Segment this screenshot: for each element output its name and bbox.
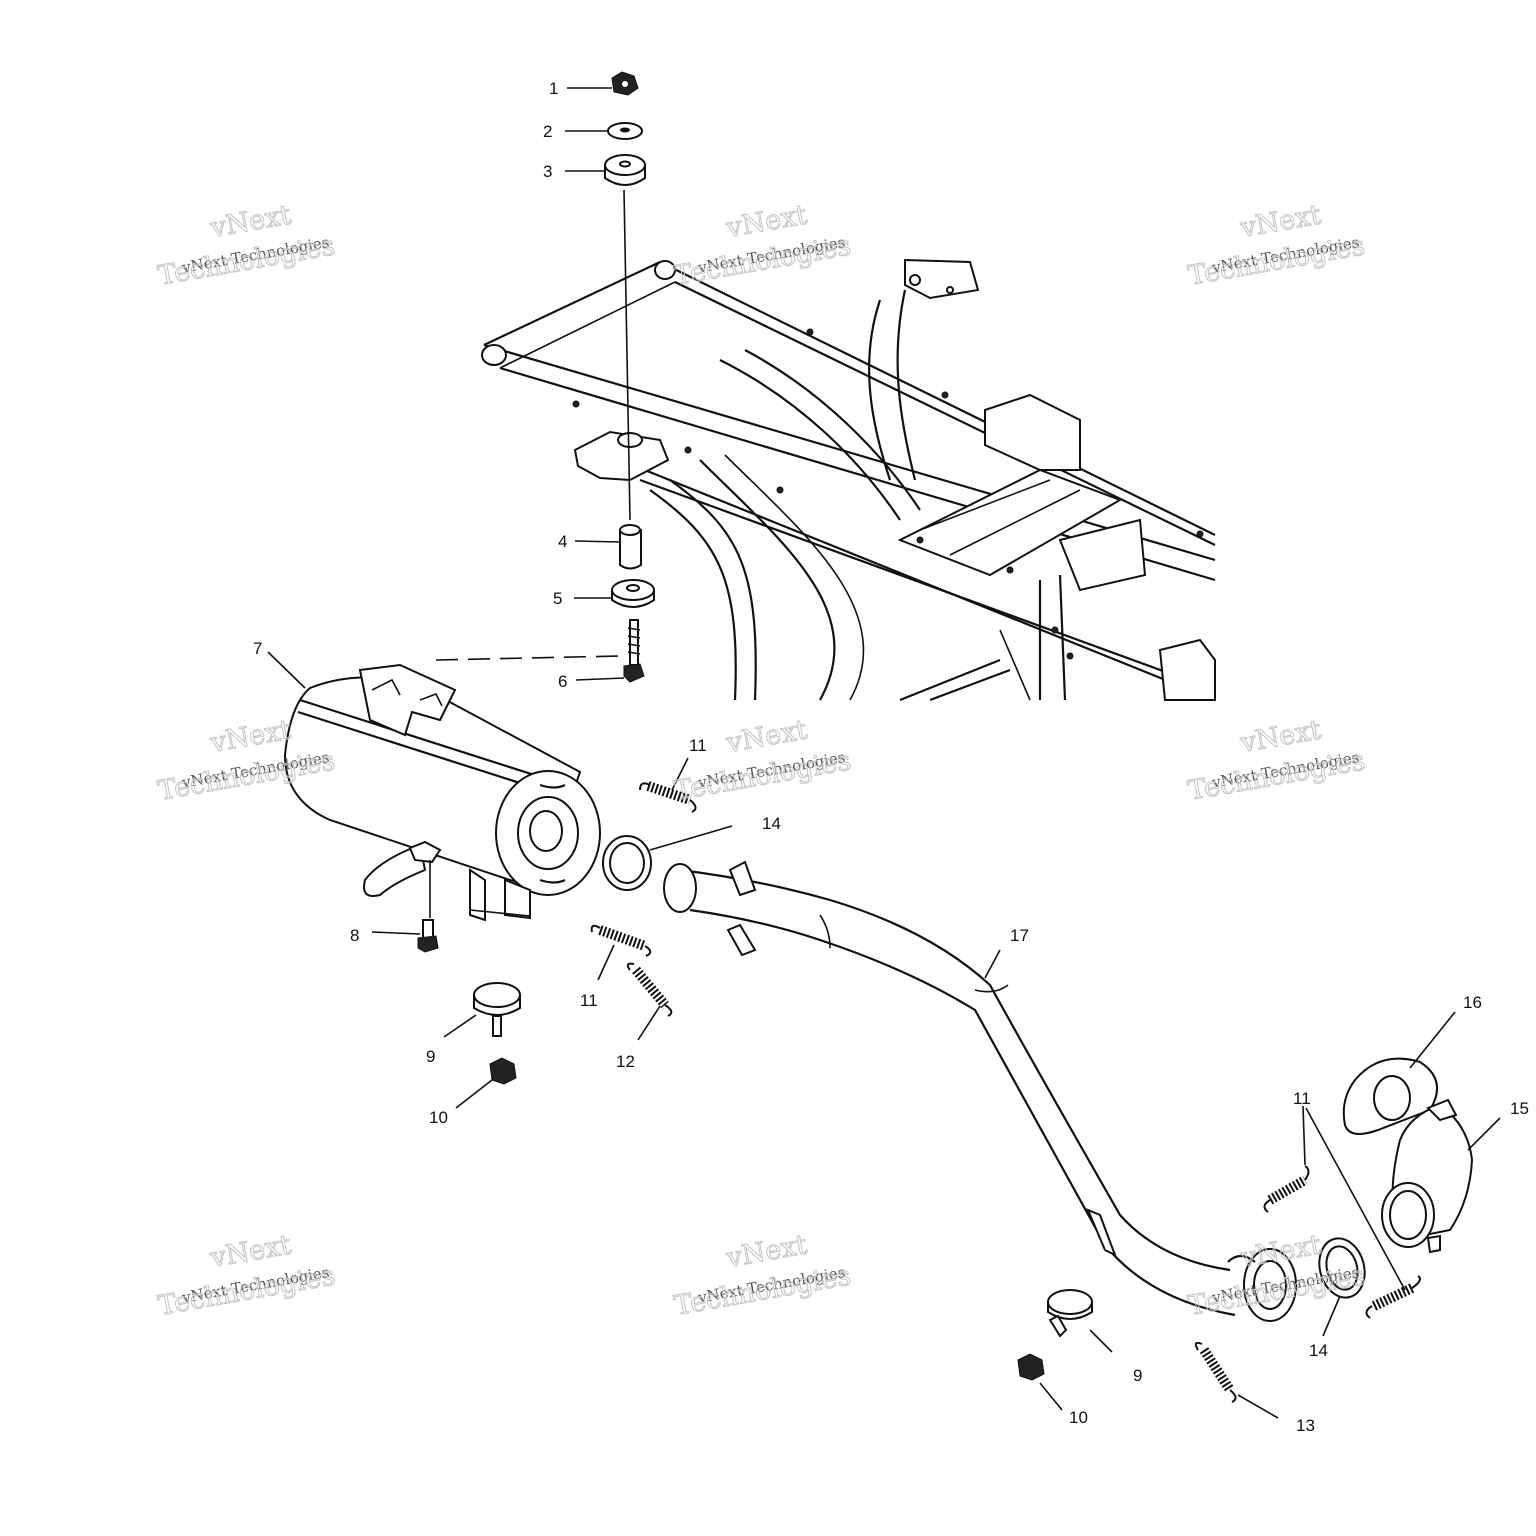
callout-11-upper: 11	[689, 736, 707, 755]
grommet-part-5	[611, 579, 655, 608]
gasket-ring-part-14-right	[1318, 1237, 1366, 1299]
callout-1: 1	[549, 79, 558, 98]
mount-dashed-line	[435, 655, 621, 661]
spring-part-11-lower	[590, 924, 652, 957]
muffler-part-7	[283, 663, 601, 922]
callout-labels: 1 2 3 4 5 6 7 8 9 10 11 14 11 12 17 16 1…	[253, 79, 1529, 1435]
callout-7: 7	[253, 639, 262, 658]
spring-part-11-upper	[639, 781, 697, 813]
callout-14-right: 14	[1309, 1341, 1328, 1360]
callout-11-right: 11	[1293, 1089, 1311, 1108]
svg-text:Technologies: Technologies	[1186, 745, 1367, 807]
rubber-mount-part-9-left	[473, 982, 521, 1037]
spring-part-11-right-b	[1365, 1275, 1421, 1319]
callout-17: 17	[1010, 926, 1029, 945]
svg-text:vNext: vNext	[1237, 199, 1323, 244]
callout-6: 6	[558, 672, 567, 691]
leader-lines	[267, 87, 1501, 1419]
callout-3: 3	[543, 162, 552, 181]
svg-text:Technologies: Technologies	[672, 230, 853, 292]
callout-10-left: 10	[429, 1108, 448, 1127]
svg-text:Technologies: Technologies	[156, 1260, 337, 1322]
callout-14-left: 14	[762, 814, 781, 833]
watermark-bottom-left: vNext vNext Technologies Technologies	[155, 1229, 337, 1322]
svg-text:vNext: vNext	[207, 1229, 293, 1274]
rubber-mount-part-9-right	[1047, 1289, 1093, 1338]
hex-nut-part-1	[611, 71, 639, 96]
svg-text:vNext: vNext	[1237, 714, 1323, 759]
svg-text:Technologies: Technologies	[672, 1260, 853, 1322]
exhaust-elbow-part-15	[1381, 1098, 1474, 1254]
svg-text:vNext: vNext	[207, 199, 293, 244]
bolt-part-8	[417, 919, 439, 953]
svg-text:vNext: vNext	[723, 199, 809, 244]
callout-4: 4	[558, 532, 567, 551]
head-pipe-part-17	[663, 860, 1297, 1322]
svg-text:vNext: vNext	[723, 1229, 809, 1274]
grommet-part-3	[604, 154, 646, 186]
callout-5: 5	[553, 589, 562, 608]
watermark-mid-center: vNext vNext Technologies Technologies	[671, 714, 853, 807]
callout-9-right: 9	[1133, 1366, 1142, 1385]
washer-part-2	[607, 122, 643, 140]
svg-text:vNext: vNext	[207, 714, 293, 759]
callout-13: 13	[1296, 1416, 1315, 1435]
svg-text:Technologies: Technologies	[156, 230, 337, 292]
svg-text:vNext: vNext	[1237, 1229, 1323, 1274]
spacer-sleeve-part-4	[619, 524, 642, 570]
watermark-mid-right: vNext vNext Technologies Technologies	[1185, 714, 1367, 807]
callout-8: 8	[350, 926, 359, 945]
hex-nut-part-10-right	[1017, 1353, 1045, 1381]
watermark-top-center: vNext vNext Technologies Technologies	[671, 199, 853, 292]
callout-10-right: 10	[1069, 1408, 1088, 1427]
hex-nut-part-10-left	[489, 1057, 517, 1085]
spring-part-13	[1194, 1341, 1237, 1403]
bolt-part-6	[623, 619, 645, 683]
callout-16: 16	[1463, 993, 1482, 1012]
watermark-top-right: vNext vNext Technologies Technologies	[1185, 199, 1367, 292]
vehicle-frame	[481, 258, 1216, 707]
watermark-top-left: vNext vNext Technologies Technologies	[155, 199, 337, 292]
gasket-ring-part-14-left	[602, 835, 652, 891]
callout-12: 12	[616, 1052, 635, 1071]
callout-15: 15	[1510, 1099, 1529, 1118]
watermark-bottom-center: vNext vNext Technologies Technologies	[671, 1229, 853, 1322]
spring-part-11-right-a	[1263, 1165, 1310, 1213]
mount-axis-line	[623, 189, 631, 521]
callout-11-lower: 11	[580, 991, 598, 1010]
callout-9-left: 9	[426, 1047, 435, 1066]
exhaust-gasket-part-16	[1342, 1057, 1439, 1135]
spring-part-12	[626, 962, 673, 1017]
svg-text:vNext: vNext	[723, 714, 809, 759]
svg-text:Technologies: Technologies	[1186, 230, 1367, 292]
callout-2: 2	[543, 122, 552, 141]
